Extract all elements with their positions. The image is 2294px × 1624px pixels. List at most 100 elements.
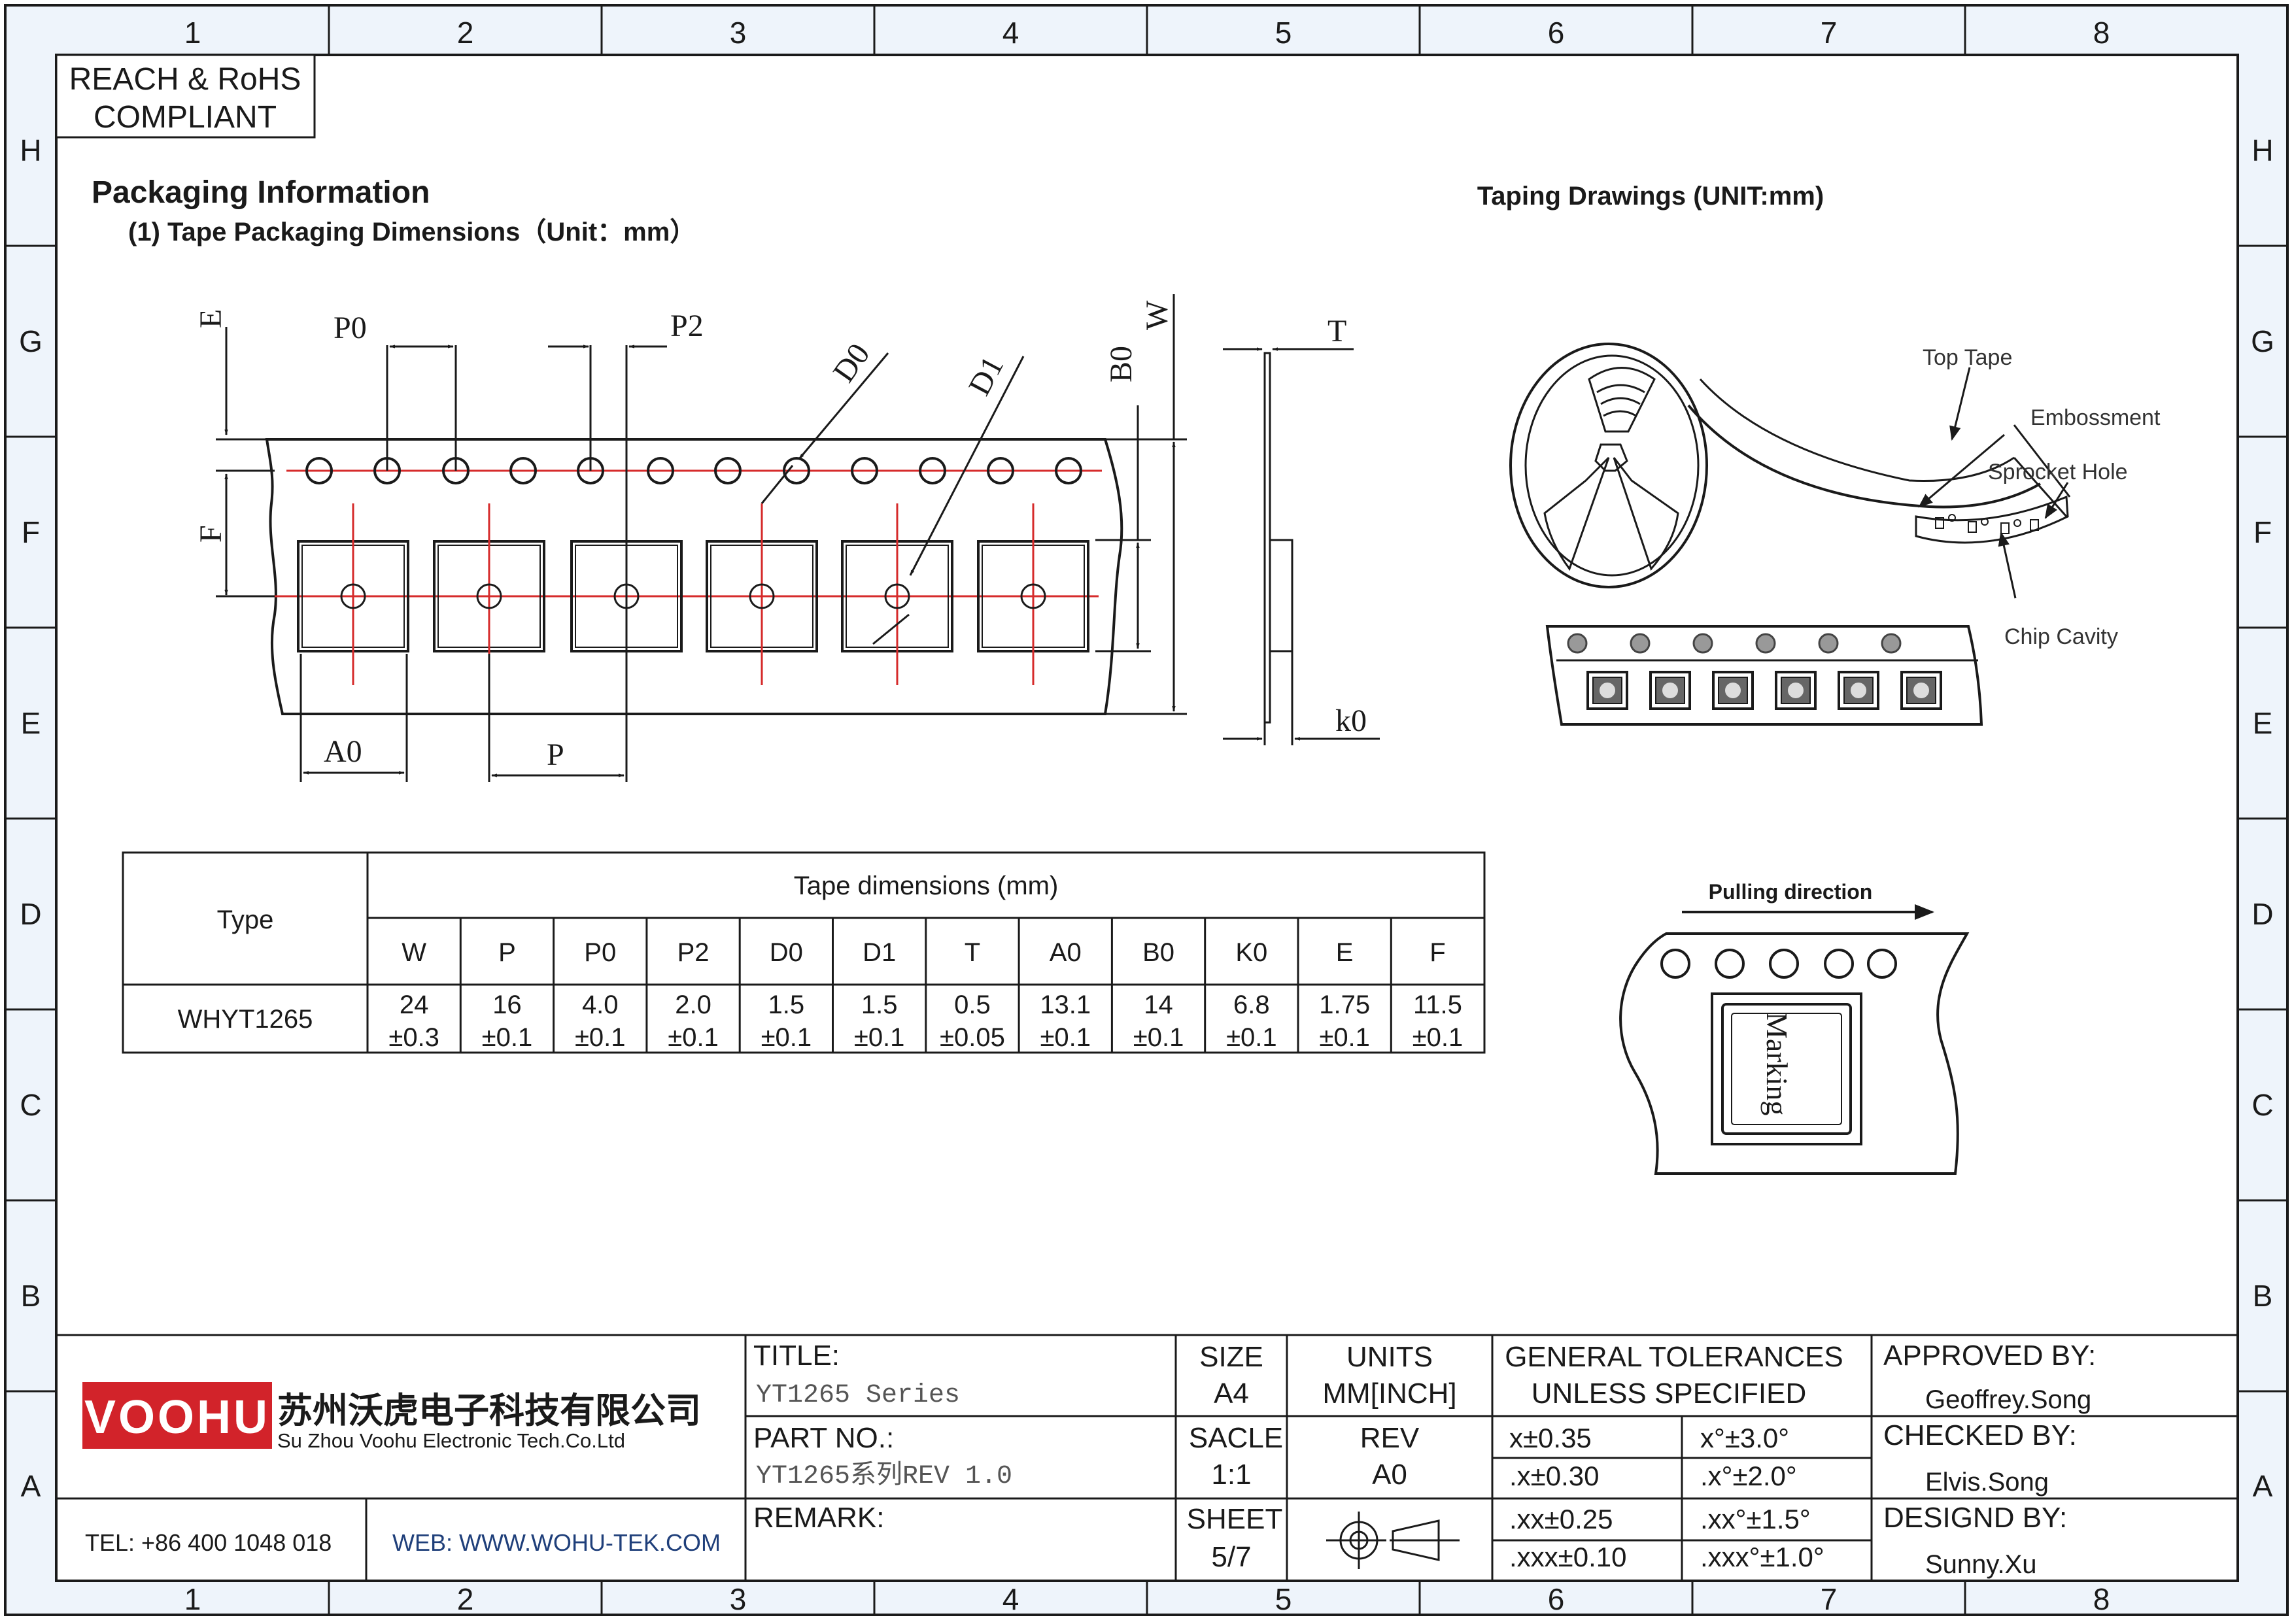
table-cell-value: 24 [400, 990, 429, 1019]
table-cell-tolerance: ±0.1 [575, 1023, 626, 1052]
zone-row-label: B [2253, 1279, 2273, 1313]
approved-label: APPROVED BY: [1883, 1340, 2096, 1372]
dim-label-F: F [194, 525, 228, 543]
label-marking: Marking [1760, 1012, 1794, 1115]
zone-row-label: C [20, 1088, 41, 1122]
table-cell-tolerance: ±0.1 [1133, 1023, 1184, 1052]
dim-label-k0: k0 [1335, 703, 1367, 738]
page-subtitle: (1) Tape Packaging Dimensions（Unit：mm） [128, 218, 696, 246]
table-column-header: K0 [1235, 938, 1267, 967]
sprocket-hole [851, 457, 878, 484]
table-cell-value: 6.8 [1233, 990, 1270, 1019]
dim-label-A0: A0 [324, 734, 362, 769]
table-cell-value: 2.0 [675, 990, 711, 1019]
table-column-header: P2 [677, 938, 710, 967]
sprocket-hole [1055, 457, 1082, 484]
table-cell-tolerance: ±0.1 [1412, 1023, 1464, 1052]
zone-row-label: F [2253, 515, 2272, 549]
table-column-header: P0 [584, 938, 616, 967]
scale-label: SACLE [1189, 1422, 1283, 1454]
tolerances-header-2: UNLESS SPECIFIED [1532, 1378, 1807, 1410]
units-value: MM[INCH] [1322, 1378, 1456, 1410]
tolerance-linear: .xx±0.25 [1509, 1504, 1613, 1534]
pull-sprocket-hole [1867, 949, 1897, 979]
title-label: TITLE: [753, 1340, 840, 1372]
units-label: UNITS [1346, 1341, 1433, 1373]
table-cell-tolerance: ±0.1 [1040, 1023, 1091, 1052]
label-sprocket-hole: Sprocket Hole [1988, 460, 2128, 484]
tolerance-angular: x°±3.0° [1700, 1423, 1789, 1453]
title-block-lines [56, 1334, 2238, 1581]
zone-column-label: 8 [2093, 16, 2110, 50]
tolerances-header-1: GENERAL TOLERANCES [1505, 1341, 1843, 1373]
sprocket-hole [647, 457, 674, 484]
table-cell-tolerance: ±0.1 [668, 1023, 719, 1052]
tel: TEL: +86 400 1048 018 [85, 1529, 332, 1556]
zone-row-label: F [22, 515, 40, 549]
tolerance-linear: x±0.35 [1509, 1423, 1592, 1453]
table-column-header: A0 [1050, 938, 1082, 967]
zone-column-label: 3 [730, 1582, 747, 1616]
projection-symbol-icon [1326, 1512, 1460, 1569]
designed-label: DESIGND BY: [1883, 1502, 2067, 1534]
table-cell-tolerance: ±0.1 [761, 1023, 812, 1052]
zone-row-label: E [21, 706, 41, 740]
table-row-type: WHYT1265 [178, 1005, 313, 1034]
dim-label-W: W [1140, 300, 1174, 330]
strip-sprocket-hole [1692, 633, 1713, 654]
chip-tape-strip [1545, 625, 1983, 726]
tolerance-linear: .x±0.30 [1509, 1461, 1599, 1491]
size-value: A4 [1214, 1378, 1249, 1410]
strip-chip [1649, 671, 1691, 710]
table-cell-value: 1.5 [861, 990, 898, 1019]
zone-column-label: 6 [1548, 1582, 1565, 1616]
table-cell-value: 1.75 [1319, 990, 1370, 1019]
checked-value: Elvis.Song [1925, 1468, 2049, 1497]
compliance-line-2: COMPLIANT [94, 100, 277, 135]
zone-row-label: G [19, 324, 43, 358]
strip-chip [1838, 671, 1879, 710]
zone-row-label: D [2251, 897, 2273, 931]
sprocket-hole [919, 457, 946, 484]
zone-row-label: A [2253, 1469, 2273, 1503]
table-column-header: D1 [863, 938, 896, 967]
table-cell-value: 4.0 [582, 990, 619, 1019]
zone-row-label: H [20, 133, 41, 167]
zone-column-label: 5 [1275, 16, 1292, 50]
company-logo [82, 1382, 272, 1449]
table-cell-value: 14 [1144, 990, 1173, 1019]
zone-column-label: 1 [184, 1582, 201, 1616]
web-link[interactable]: WEB: WWW.WOHU-TEK.COM [392, 1529, 721, 1556]
table-column-header: T [965, 938, 980, 967]
strip-sprocket-hole [1755, 633, 1776, 654]
label-top-tape: Top Tape [1923, 345, 2012, 370]
table-header-type: Type [217, 905, 274, 934]
table-cell-tolerance: ±0.1 [1319, 1023, 1370, 1052]
tolerance-angular: .xxx°±1.0° [1700, 1542, 1824, 1572]
strip-sprocket-hole [1818, 633, 1839, 654]
table-cell-value: 13.1 [1040, 990, 1091, 1019]
zone-row-label: H [2251, 133, 2273, 167]
zone-column-label: 4 [1002, 1582, 1019, 1616]
sprocket-hole [987, 457, 1014, 484]
pocket-side-view [1269, 539, 1293, 652]
tape-outline [265, 438, 1123, 715]
table-column-header: D0 [770, 938, 803, 967]
strip-sprocket-hole [1567, 633, 1588, 654]
table-cell-value: 0.5 [954, 990, 991, 1019]
company-name-en: Su Zhou Voohu Electronic Tech.Co.Ltd [277, 1429, 625, 1452]
zone-column-label: 6 [1548, 16, 1565, 50]
pull-sprocket-hole [1715, 949, 1745, 979]
zone-row-label: D [20, 897, 41, 931]
reel-outer [1509, 343, 1708, 588]
sprocket-hole [783, 457, 810, 484]
compliance-box [55, 54, 316, 139]
zone-column-label: 2 [457, 16, 474, 50]
sheet-value: 5/7 [1211, 1541, 1251, 1573]
table-cell-value: 1.5 [768, 990, 805, 1019]
rev-label: REV [1360, 1422, 1420, 1454]
table-cell-value: 11.5 [1413, 990, 1462, 1019]
logo-text: VOOHU [84, 1391, 270, 1444]
